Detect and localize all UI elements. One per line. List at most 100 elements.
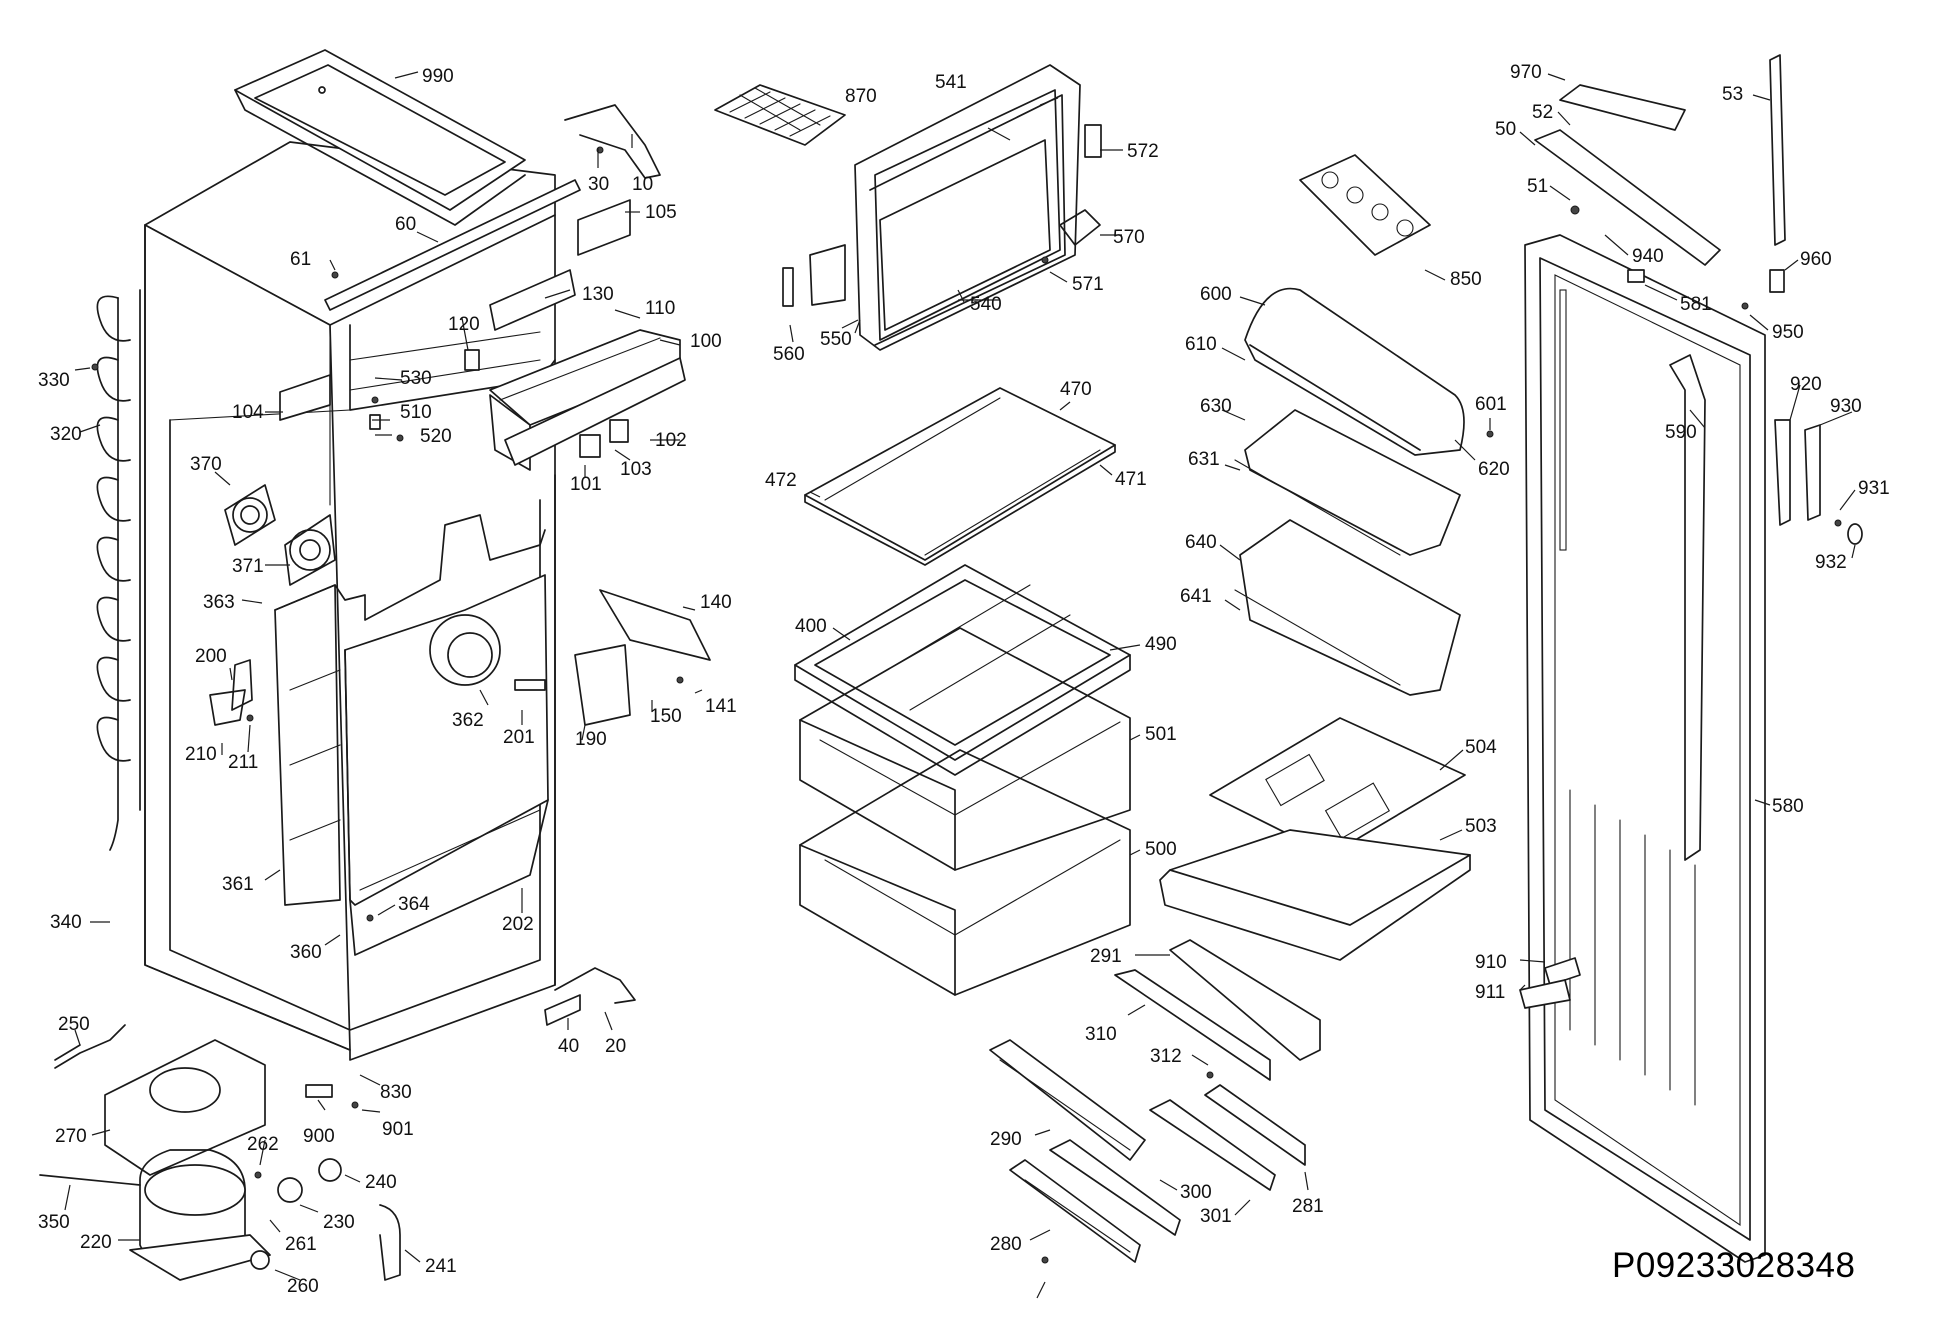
label-540: 540 xyxy=(970,294,1002,315)
label-320: 320 xyxy=(50,424,82,445)
fridge-door xyxy=(1524,234,1766,1263)
label-61: 61 xyxy=(290,249,311,270)
label-960: 960 xyxy=(1800,249,1832,270)
label-280: 280 xyxy=(990,1234,1022,1255)
label-200: 200 xyxy=(195,646,227,667)
small-parts-left xyxy=(209,104,711,1026)
label-581: 581 xyxy=(1680,294,1712,315)
leader-lines xyxy=(64,71,1856,1299)
label-600: 600 xyxy=(1200,284,1232,305)
label-270: 270 xyxy=(55,1126,87,1147)
label-610: 610 xyxy=(1185,334,1217,355)
door-shelves xyxy=(1234,154,1465,696)
label-210: 210 xyxy=(185,744,217,765)
label-310: 310 xyxy=(1085,1024,1117,1045)
label-230: 230 xyxy=(323,1212,355,1233)
label-503: 503 xyxy=(1465,816,1497,837)
part-labels: 990 10 30 105 60 61 130 120 110 100 530 … xyxy=(38,62,1890,1297)
label-641: 641 xyxy=(1180,586,1212,607)
label-580: 580 xyxy=(1772,796,1804,817)
light-housing xyxy=(489,269,686,471)
label-261: 261 xyxy=(285,1234,317,1255)
label-20: 20 xyxy=(605,1036,626,1057)
label-105: 105 xyxy=(645,202,677,223)
label-490: 490 xyxy=(1145,634,1177,655)
label-202: 202 xyxy=(502,914,534,935)
label-141: 141 xyxy=(705,696,737,717)
label-911: 911 xyxy=(1475,982,1505,1003)
label-370: 370 xyxy=(190,454,222,475)
label-120: 120 xyxy=(448,314,480,335)
label-10: 10 xyxy=(632,174,653,195)
label-504: 504 xyxy=(1465,737,1497,758)
label-51: 51 xyxy=(1527,176,1548,197)
label-620: 620 xyxy=(1478,459,1510,480)
label-870: 870 xyxy=(845,86,877,107)
label-52: 52 xyxy=(1532,102,1553,123)
label-371: 371 xyxy=(232,556,264,577)
label-590: 590 xyxy=(1665,422,1697,443)
label-60: 60 xyxy=(395,214,416,235)
fan-assembly xyxy=(224,484,336,586)
label-362: 362 xyxy=(452,710,484,731)
door-hinges-right xyxy=(1519,54,1863,1009)
label-640: 640 xyxy=(1185,532,1217,553)
ice-tray xyxy=(714,84,846,146)
label-262: 262 xyxy=(247,1134,279,1155)
label-970: 970 xyxy=(1510,62,1542,83)
label-900: 900 xyxy=(303,1126,335,1147)
label-932: 932 xyxy=(1815,552,1847,573)
label-363: 363 xyxy=(203,592,235,613)
glass-shelf xyxy=(804,387,1116,566)
label-241: 241 xyxy=(425,1256,457,1277)
label-472: 472 xyxy=(765,470,797,491)
label-360: 360 xyxy=(290,942,322,963)
label-400: 400 xyxy=(795,616,827,637)
label-300: 300 xyxy=(1180,1182,1212,1203)
label-500: 500 xyxy=(1145,839,1177,860)
label-850: 850 xyxy=(1450,269,1482,290)
label-910: 910 xyxy=(1475,952,1507,973)
drawing-number: P09233028348 xyxy=(1612,1246,1856,1285)
label-990: 990 xyxy=(422,66,454,87)
label-931: 931 xyxy=(1858,478,1890,499)
label-102: 102 xyxy=(655,430,687,451)
label-104: 104 xyxy=(232,402,264,423)
label-301: 301 xyxy=(1200,1206,1232,1227)
label-601: 601 xyxy=(1475,394,1507,415)
top-cover xyxy=(234,49,526,226)
label-630: 630 xyxy=(1200,396,1232,417)
label-330: 330 xyxy=(38,370,70,391)
compressor-group xyxy=(39,1024,401,1281)
label-250: 250 xyxy=(58,1014,90,1035)
label-130: 130 xyxy=(582,284,614,305)
label-560: 560 xyxy=(773,344,805,365)
label-101: 101 xyxy=(570,474,602,495)
label-510: 510 xyxy=(400,402,432,423)
label-53: 53 xyxy=(1722,84,1743,105)
label-940: 940 xyxy=(1632,246,1664,267)
label-572: 572 xyxy=(1127,141,1159,162)
label-260: 260 xyxy=(287,1276,319,1297)
label-541: 541 xyxy=(935,72,967,93)
label-40: 40 xyxy=(558,1036,579,1057)
label-520: 520 xyxy=(420,426,452,447)
label-150: 150 xyxy=(650,706,682,727)
label-240: 240 xyxy=(365,1172,397,1193)
label-30: 30 xyxy=(588,174,609,195)
label-281: 281 xyxy=(1292,1196,1324,1217)
crisper-cover-and-drawers xyxy=(794,564,1131,996)
label-950: 950 xyxy=(1772,322,1804,343)
label-920: 920 xyxy=(1790,374,1822,395)
label-100: 100 xyxy=(690,331,722,352)
label-312: 312 xyxy=(1150,1046,1182,1067)
label-211: 211 xyxy=(228,752,258,773)
label-103: 103 xyxy=(620,459,652,480)
lower-glass-and-cover xyxy=(1159,717,1471,961)
label-830: 830 xyxy=(380,1082,412,1103)
evaporator-panels xyxy=(274,514,549,956)
label-350: 350 xyxy=(38,1212,70,1233)
screws xyxy=(91,146,1842,1264)
label-110: 110 xyxy=(645,298,675,319)
